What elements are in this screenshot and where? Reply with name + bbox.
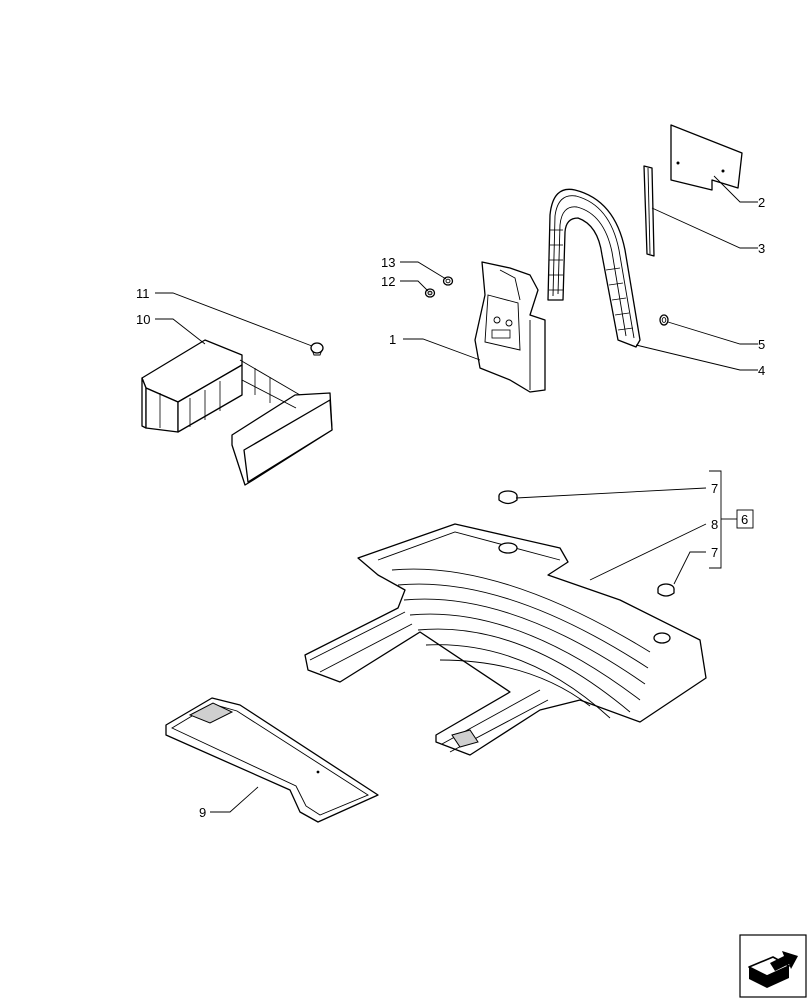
callout-3: 3 [758,241,765,256]
part-4-arch-frame[interactable] [547,188,641,348]
part-3-strip[interactable] [643,165,655,257]
callout-10: 10 [136,312,150,327]
part-8-floor-mat[interactable] [304,523,707,756]
part-11-clip[interactable] [310,342,324,356]
part-9-floor-panel[interactable] [165,697,379,823]
callout-13: 13 [381,255,395,270]
part-2-plate[interactable] [670,124,743,191]
callout-1: 1 [389,332,396,347]
part-7-plug-lower[interactable] [657,583,675,597]
callout-6: 6 [741,512,748,527]
callout-8: 8 [711,517,718,532]
next-page-arrow-icon [748,951,798,988]
callout-9: 9 [199,805,206,820]
callout-4: 4 [758,363,765,378]
part-5-grommet[interactable] [659,314,669,326]
callout-7-lower: 7 [711,545,718,560]
leader-lines [155,175,758,813]
callout-5: 5 [758,337,765,352]
callout-11: 11 [136,286,150,301]
callout-7-upper: 7 [711,481,718,496]
callout-2: 2 [758,195,765,210]
callout-12: 12 [381,274,395,289]
callout-labels: 2 3 5 4 1 13 12 11 10 7 8 7 6 9 [136,195,765,820]
part-1-console[interactable] [474,261,546,393]
part-10-bracket-box[interactable] [141,339,333,486]
next-page-button[interactable] [739,934,807,998]
part-7-plug-upper[interactable] [498,490,518,505]
